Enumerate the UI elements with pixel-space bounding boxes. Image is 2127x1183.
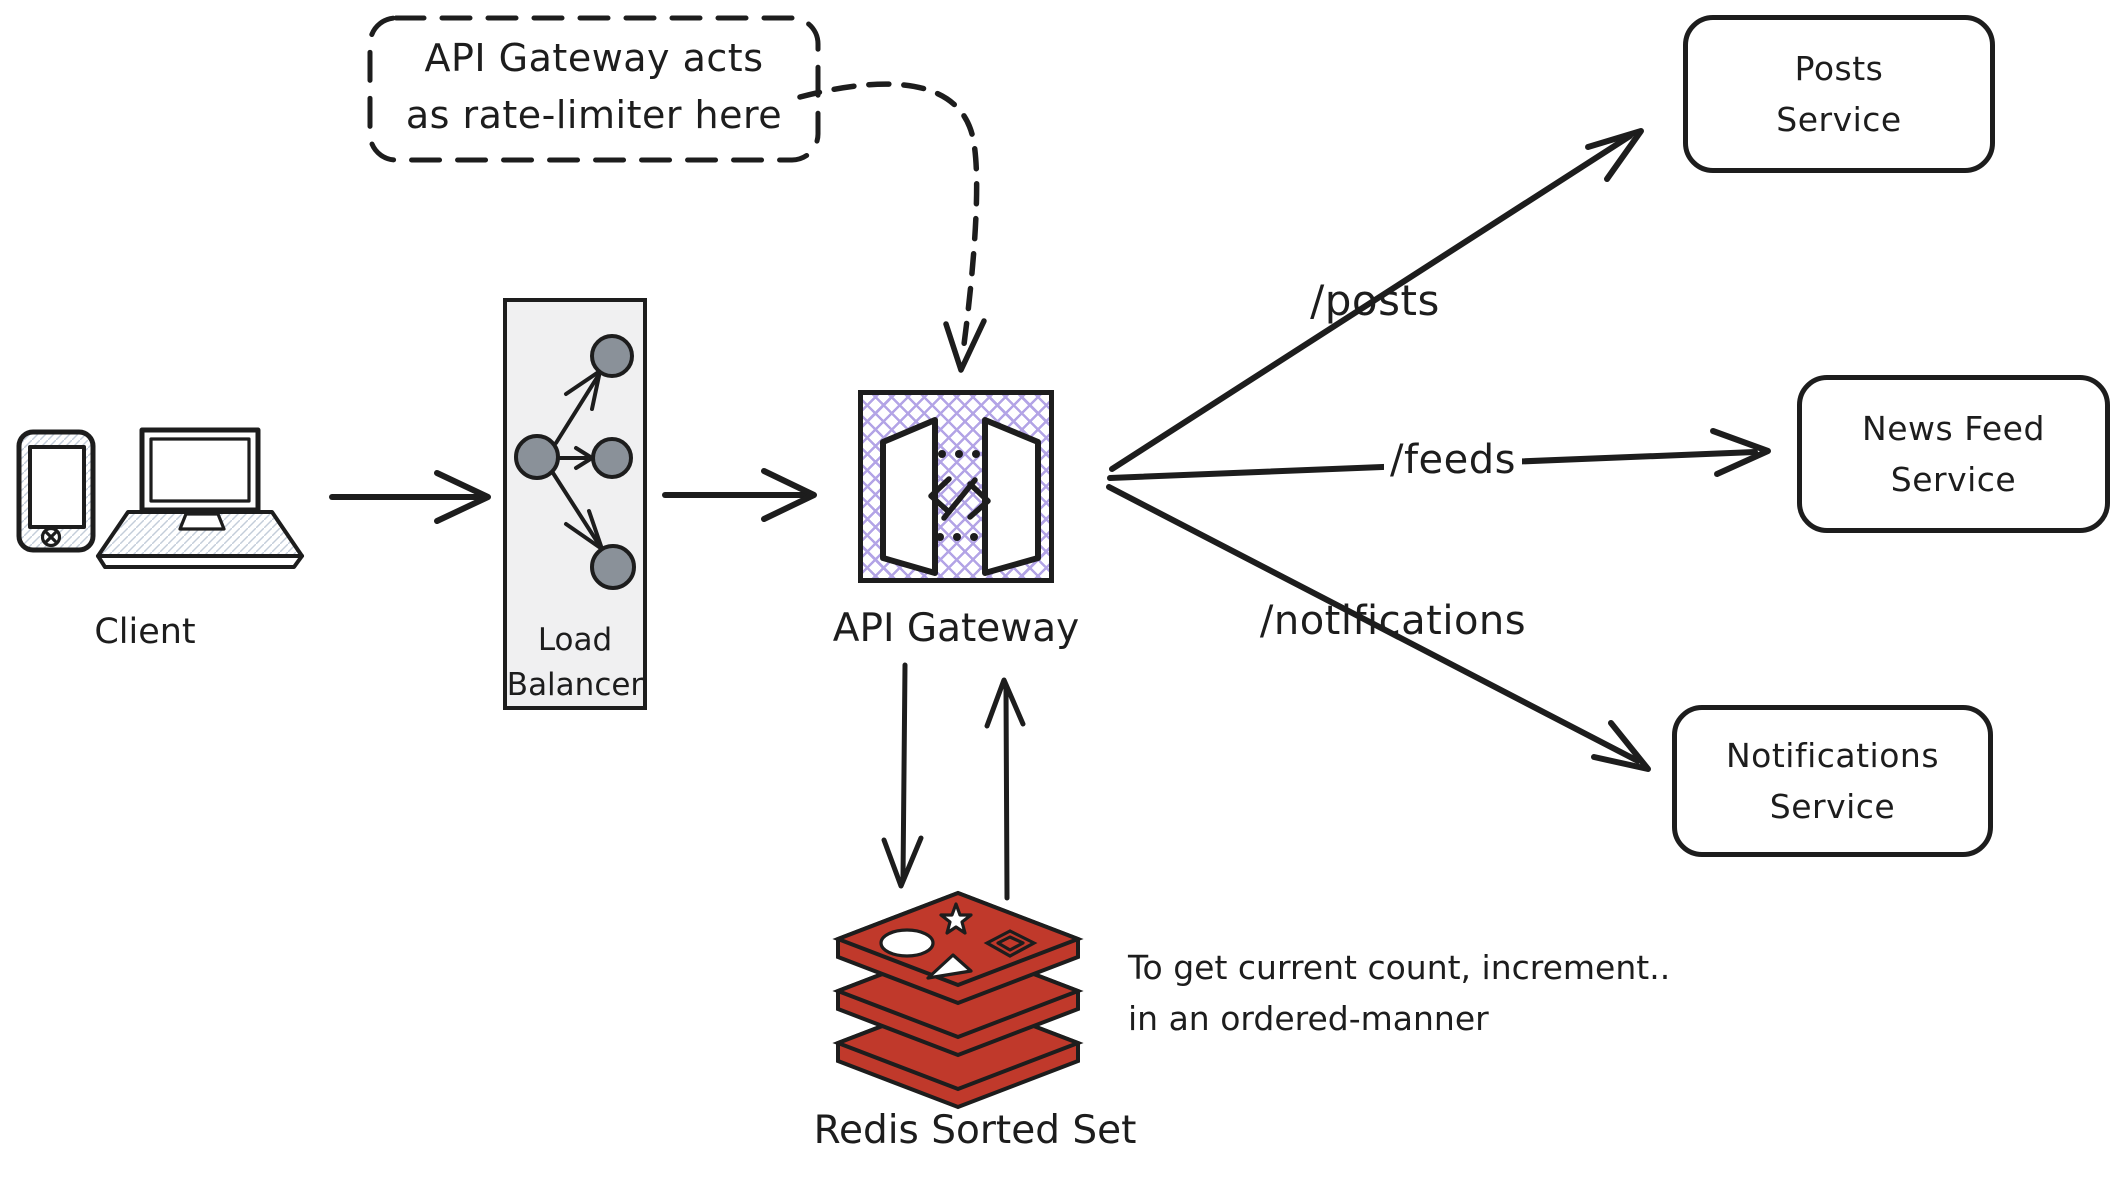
redis-icon (832, 890, 1084, 1110)
redis-label: Redis Sorted Set (813, 1108, 1137, 1153)
arrow-callout-to-gateway (797, 81, 987, 373)
notifications-service-node: Notifications Service (1672, 705, 1993, 857)
redis-star-shape (939, 902, 973, 935)
redis-annotation-line-1: To get current count, increment.. (1128, 948, 1671, 987)
notifications-service-label-2: Service (1769, 787, 1896, 826)
callout: API Gateway acts as rate-limiter here (380, 30, 808, 144)
arrow-redis-to-gateway (984, 677, 1026, 901)
load-balancer-label-2: Balancer (506, 666, 644, 703)
arrow-gateway-to-redis (881, 662, 924, 889)
phone-icon (16, 429, 96, 553)
gateway-dots-bottom (936, 533, 978, 541)
arrow-lb-to-gateway (662, 468, 817, 522)
gateway-dots-top (938, 450, 980, 458)
redis-annotation-line-2: in an ordered-manner (1128, 999, 1489, 1039)
api-gateway-label: API Gateway (832, 606, 1080, 651)
redis-square-shape (983, 929, 1038, 958)
posts-service-node: Posts Service (1683, 15, 1995, 173)
redis-triangle-shape (926, 953, 973, 980)
notifications-service-label-1: Notifications (1725, 735, 1940, 775)
route-label-feeds: /feeds (1384, 437, 1522, 483)
load-balancer-label: Load Balancer (500, 618, 650, 708)
gateway-code-glyph (928, 476, 991, 521)
arrow-client-to-lb (329, 470, 491, 524)
route-label-notifications: /notifications (1259, 598, 1527, 644)
posts-service-label-2: Service (1776, 100, 1902, 139)
route-label-posts: /posts (1310, 276, 1440, 325)
load-balancer-label-1: Load (537, 622, 613, 658)
api-gateway-node (858, 390, 1054, 583)
client-label: Client (94, 612, 196, 652)
news-feed-service-label-2: Service (1890, 460, 2017, 499)
api-gateway-icon (880, 417, 1041, 576)
callout-line-1: API Gateway acts (424, 36, 764, 80)
posts-service-label-1: Posts (1794, 48, 1884, 88)
redis-annotation: To get current count, increment.. in an … (1128, 942, 1748, 1044)
callout-line-2: as rate-limiter here (405, 93, 783, 137)
news-feed-service-node: News Feed Service (1797, 375, 2110, 533)
redis-ellipse-shape (879, 928, 935, 958)
news-feed-service-label-1: News Feed (1862, 408, 2045, 448)
laptop-icon (96, 427, 304, 569)
